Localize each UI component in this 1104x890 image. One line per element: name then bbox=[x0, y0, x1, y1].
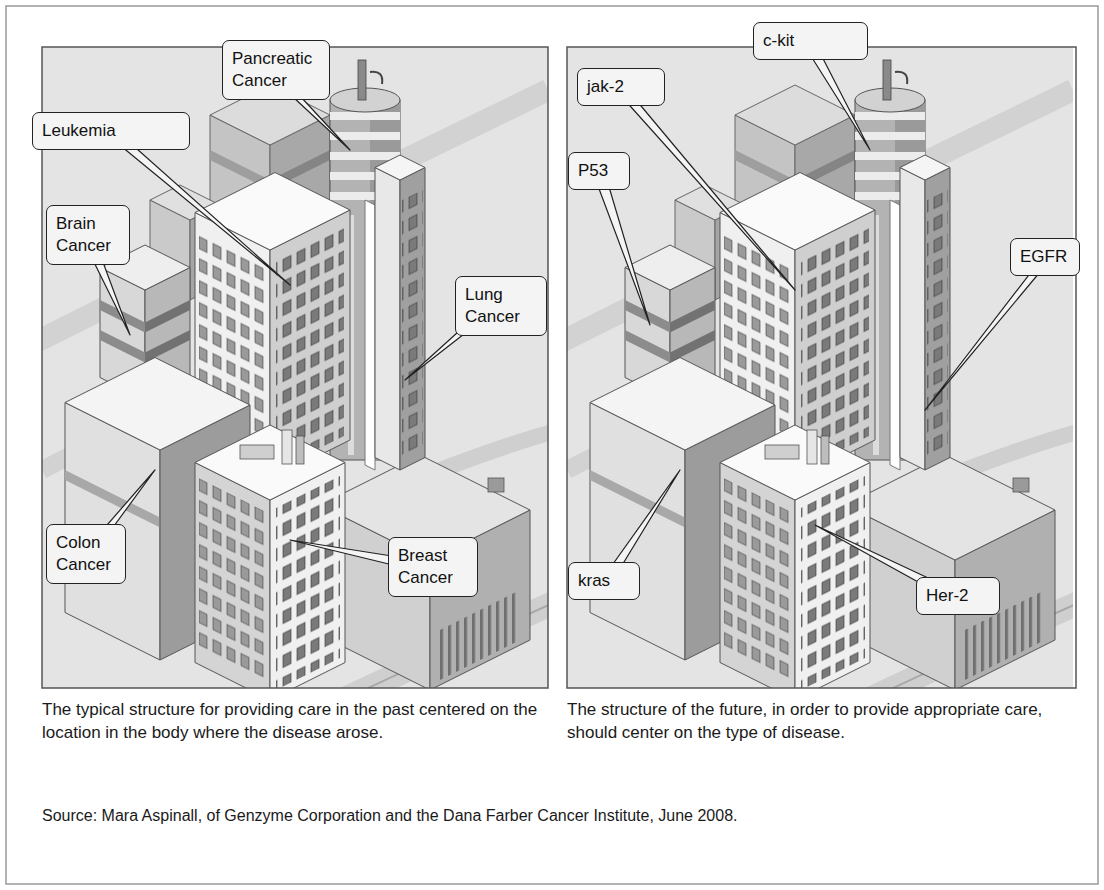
city-scene bbox=[195, 173, 350, 251]
callout-text: P53 bbox=[578, 160, 620, 182]
callout-text: c-kit bbox=[763, 30, 858, 52]
callout-box: EGFR bbox=[1010, 238, 1080, 276]
callout-text: jak-2 bbox=[587, 76, 655, 98]
callout-box: Colon Cancer bbox=[46, 524, 126, 584]
city-scene bbox=[440, 430, 548, 470]
city-scene bbox=[330, 112, 400, 120]
city-scene bbox=[400, 168, 425, 471]
callout-box: Breast Cancer bbox=[388, 537, 478, 597]
callout-box: c-kit bbox=[753, 22, 868, 60]
panel-caption: The typical structure for providing care… bbox=[42, 698, 542, 745]
city-scene bbox=[365, 200, 375, 470]
city-scene bbox=[100, 330, 145, 363]
callout-box: Brain Cancer bbox=[46, 205, 130, 265]
city-scene bbox=[488, 478, 504, 492]
city-scene bbox=[276, 476, 340, 688]
city-scene bbox=[145, 330, 190, 363]
callout-box: Lung Cancer bbox=[455, 276, 547, 336]
city-scene bbox=[370, 72, 382, 84]
callout-box: jak-2 bbox=[577, 68, 665, 106]
city-scene bbox=[240, 445, 274, 459]
callout-pointer bbox=[80, 45, 1045, 604]
city-scene bbox=[195, 463, 270, 689]
city-scene bbox=[358, 60, 366, 100]
callout-box: Pancreatic Cancer bbox=[222, 40, 330, 100]
city-scene bbox=[375, 155, 425, 180]
callout-text: Lung Cancer bbox=[465, 284, 537, 328]
source-caption: Source: Mara Aspinall, of Genzyme Corpor… bbox=[42, 806, 1082, 827]
callout-pointer bbox=[925, 254, 1045, 410]
city-scene bbox=[145, 300, 190, 333]
callout-text: Colon Cancer bbox=[56, 532, 116, 576]
city-scene bbox=[270, 463, 345, 689]
city-scene bbox=[65, 358, 250, 451]
panel-caption: The structure of the future, in order to… bbox=[567, 698, 1072, 745]
city-scene-copy bbox=[555, 47, 1085, 720]
city-scene bbox=[296, 436, 304, 464]
callout-pointer bbox=[614, 88, 795, 290]
callout-pointer bbox=[592, 170, 650, 325]
callout-text: kras bbox=[578, 570, 630, 592]
city-scene bbox=[402, 190, 423, 460]
city-scene bbox=[375, 168, 400, 471]
city-scene bbox=[330, 152, 400, 160]
callout-text: Brain Cancer bbox=[56, 213, 120, 257]
callout-text: Leukemia bbox=[42, 120, 180, 142]
callout-text: EGFR bbox=[1020, 246, 1070, 268]
callout-pointer bbox=[804, 45, 870, 150]
city-scene bbox=[270, 210, 350, 480]
callout-box: Leukemia bbox=[32, 112, 190, 150]
callout-box: P53 bbox=[568, 152, 630, 190]
city-scene bbox=[199, 478, 266, 684]
city-scene bbox=[195, 425, 345, 500]
city-scene bbox=[330, 132, 400, 140]
city-scene bbox=[282, 430, 292, 464]
callout-box: kras bbox=[568, 562, 640, 600]
callout-text: Her-2 bbox=[926, 585, 990, 607]
callout-text: Breast Cancer bbox=[398, 545, 468, 589]
city-scene bbox=[440, 590, 520, 680]
city-scene bbox=[42, 47, 548, 688]
callout-box: Her-2 bbox=[916, 577, 1000, 615]
outer-frame bbox=[6, 6, 1098, 884]
city-scene bbox=[276, 224, 344, 470]
panel-frame bbox=[567, 47, 1076, 688]
callout-text: Pancreatic Cancer bbox=[232, 48, 320, 92]
